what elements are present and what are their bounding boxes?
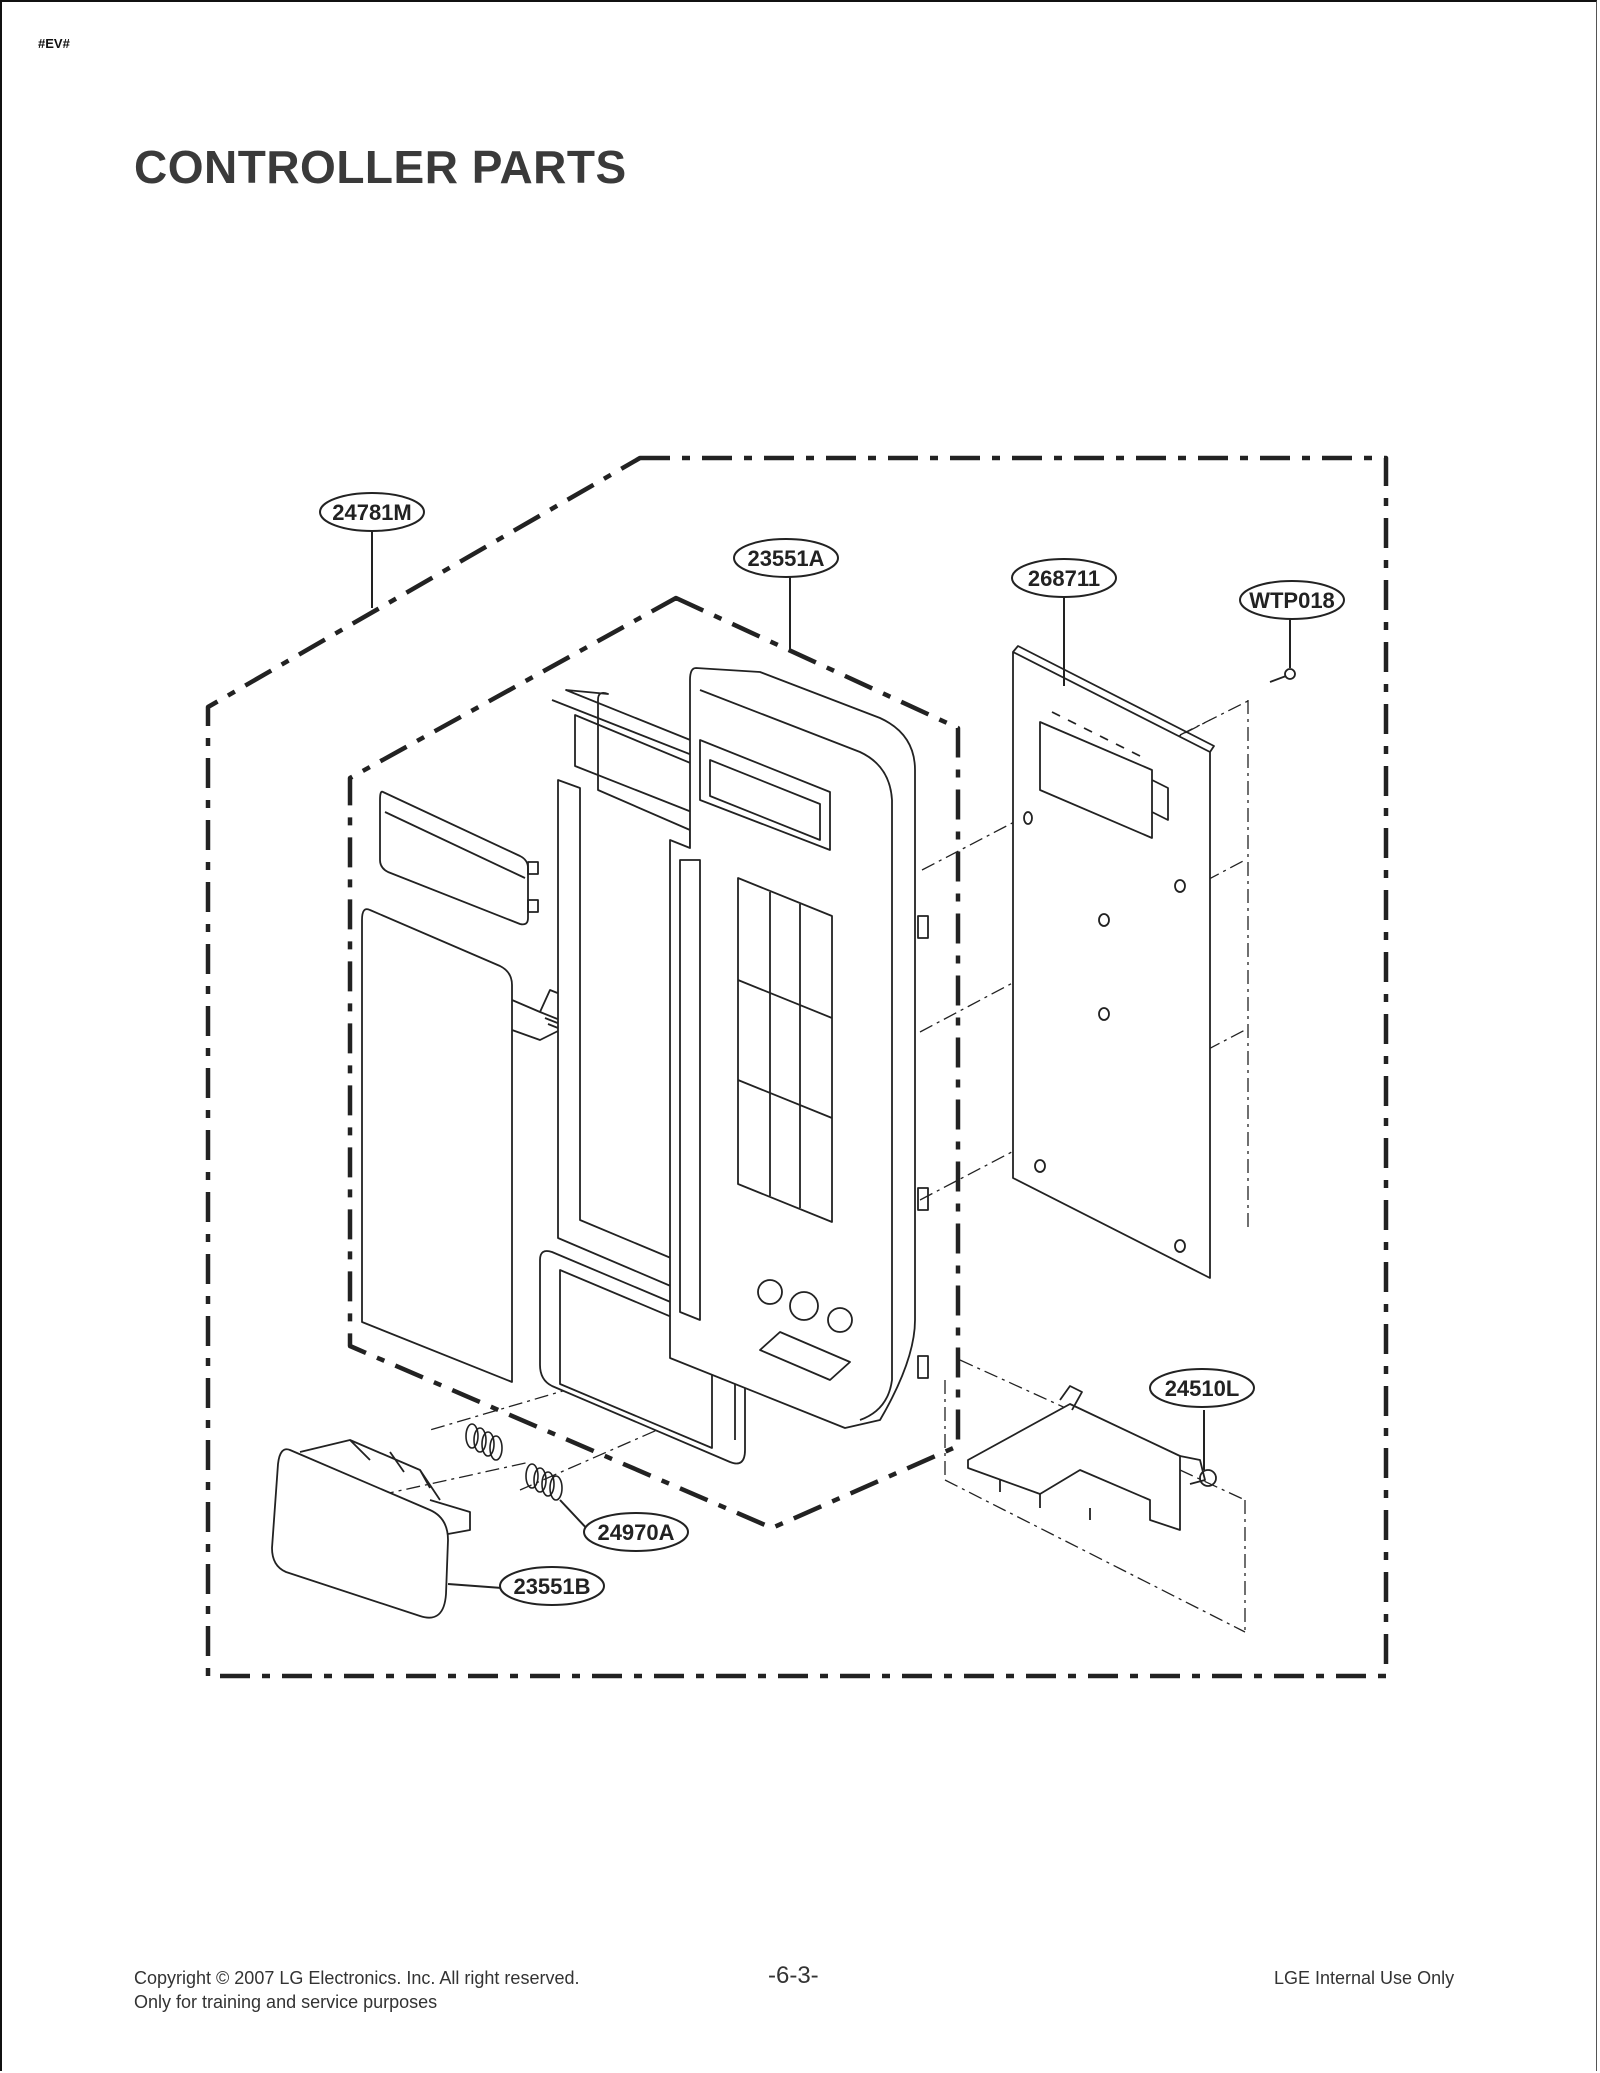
callout-WTP018: WTP018 (1249, 588, 1335, 613)
document-marker: #EV# (38, 36, 70, 51)
outer-assembly-boundary (205, 455, 1389, 1679)
spring-part (465, 1423, 563, 1501)
callout-bubbles (319, 492, 1345, 1606)
callout-24970A: 24970A (597, 1520, 674, 1545)
controller-housing-part (669, 667, 929, 1429)
footer-copyright: Copyright © 2007 LG Electronics. Inc. Al… (134, 1968, 580, 1988)
pcb-board-part (1012, 645, 1215, 1279)
screw-part (1269, 668, 1296, 683)
latch-lever-part (967, 1385, 1217, 1531)
callout-24510L: 24510L (1165, 1376, 1240, 1401)
door-button-part (271, 1439, 471, 1619)
footer-internal-notice: LGE Internal Use Only (1274, 1968, 1455, 1988)
display-window-part (379, 790, 539, 926)
callout-268711: 268711 (1028, 566, 1100, 591)
page-title: CONTROLLER PARTS (134, 141, 627, 193)
footer-copyright-block: Copyright © 2007 LG Electronics. Inc. Al… (134, 1966, 579, 2014)
callout-23551A: 23551A (747, 546, 824, 571)
footer-purpose: Only for training and service purposes (134, 1992, 438, 2012)
leader-lines (371, 530, 1291, 1589)
inner-assembly-boundary (347, 595, 961, 1531)
callout-24781M: 24781M (332, 500, 412, 525)
page-number: -6-3- (768, 1962, 819, 1989)
callout-23551B: 23551B (513, 1574, 590, 1599)
